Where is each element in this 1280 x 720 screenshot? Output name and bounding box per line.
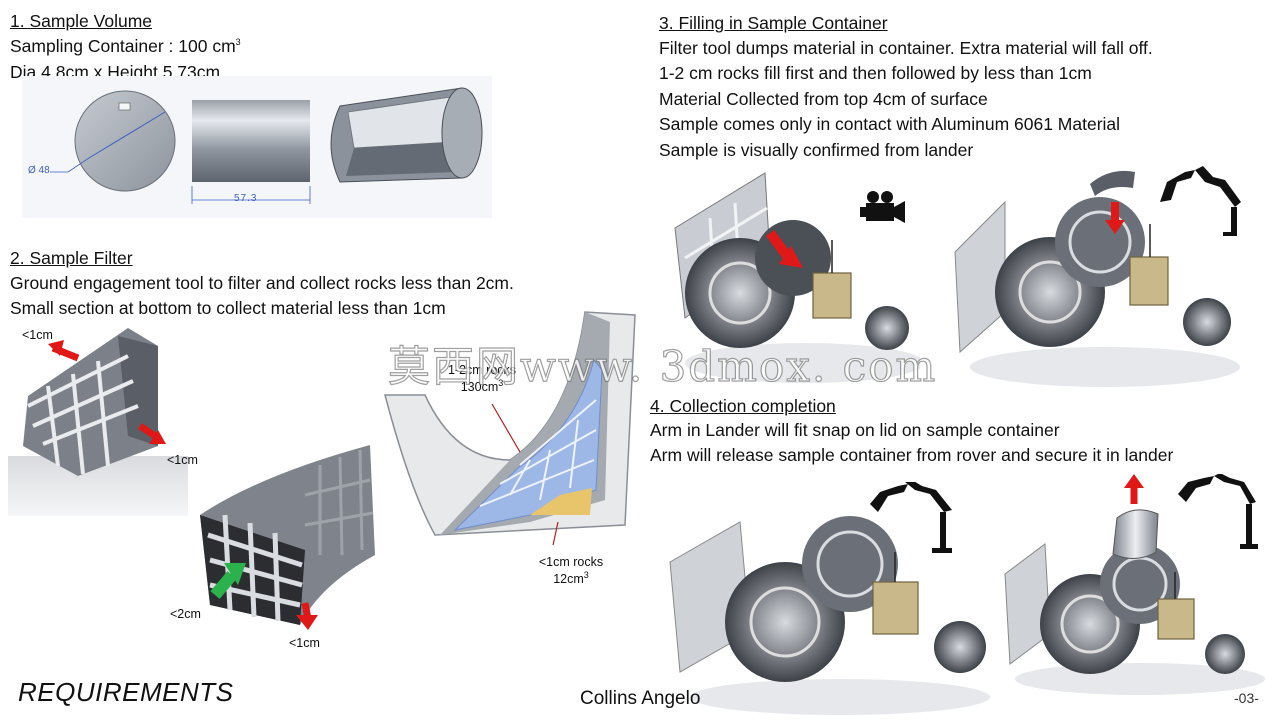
label-lt1cm-a: <1cm xyxy=(22,328,53,342)
page-number: -03- xyxy=(1234,690,1259,706)
section3-line: 1-2 cm rocks fill first and then followe… xyxy=(659,63,1092,83)
section1-heading: 1. Sample Volume xyxy=(10,11,153,31)
section4-heading: 4. Collection completion xyxy=(650,396,836,416)
section3-line: Filter tool dumps material in container.… xyxy=(659,38,1153,58)
rover-dump-image xyxy=(655,168,920,388)
label-lt1cm-c: <1cm xyxy=(289,636,320,650)
sample-container-drawing: Ø 48 57.3 xyxy=(22,76,492,218)
rover-snap-lid-image xyxy=(660,482,1000,718)
requirements-title: REQUIREMENTS xyxy=(18,677,234,707)
section3-line: Sample is visually confirmed from lander xyxy=(659,140,974,160)
section2-heading: 2. Sample Filter xyxy=(10,248,133,268)
section3-heading: 3. Filling in Sample Container xyxy=(659,13,888,33)
section3-line: Sample comes only in contact with Alumin… xyxy=(659,114,1121,134)
video-camera-icon xyxy=(860,190,906,224)
watermark-text: 莫西网www. 3dmox. com xyxy=(387,341,938,391)
dim-diameter-label: Ø 48 xyxy=(28,165,50,176)
section2-line1: Ground engagement tool to filter and col… xyxy=(10,273,514,293)
author-name: Collins Angelo xyxy=(580,688,701,709)
filter-tool-large-image: <2cm <1cm xyxy=(170,435,380,650)
dim-height-label: 57.3 xyxy=(234,193,258,204)
filter-tool-isometric-image: <1cm <1cm xyxy=(8,326,198,516)
section4-line: Arm in Lander will fit snap on lid on sa… xyxy=(650,420,1060,440)
label-lt1cm-b: <1cm xyxy=(167,453,198,467)
section1-line1: Sampling Container : 100 cm3 xyxy=(10,36,241,56)
label-lt2cm: <2cm xyxy=(170,607,201,621)
section2-line2: Small section at bottom to collect mater… xyxy=(10,298,446,318)
rover-fill-image xyxy=(945,162,1245,390)
section3-line: Material Collected from top 4cm of surfa… xyxy=(659,89,988,109)
rover-release-image xyxy=(1000,474,1276,700)
section4-line: Arm will release sample container from r… xyxy=(650,445,1174,465)
